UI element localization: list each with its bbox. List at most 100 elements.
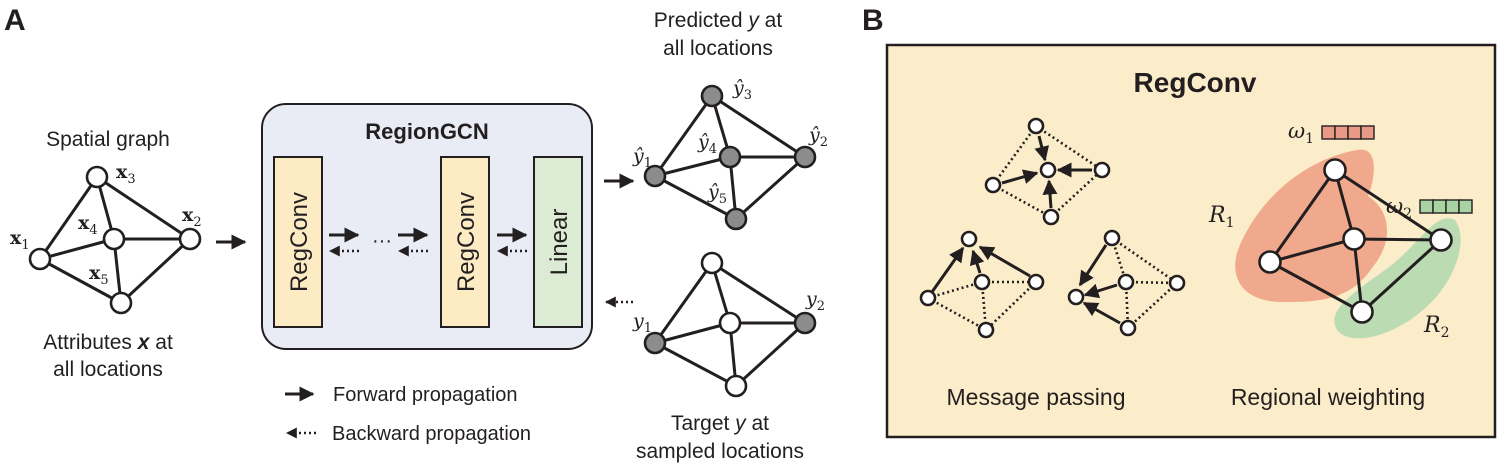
graph-node: [28, 247, 52, 271]
target-graph-caption-line1: Target y at: [671, 412, 769, 435]
graph-node: [1027, 273, 1045, 291]
graph-node-filled: [793, 311, 817, 335]
graph-node: [85, 165, 109, 189]
weight-cell: [1419, 199, 1434, 214]
legend-backward-label: Backward propagation: [332, 423, 531, 445]
node-label-yhat4: ŷ4: [697, 131, 717, 157]
message-arrow: [1083, 283, 1118, 299]
message-passing-example-2: [919, 230, 1045, 339]
graph-edge: [1352, 238, 1364, 313]
linear-layer-label: Linear: [546, 209, 573, 276]
graph-node: [700, 251, 724, 275]
node-label-yhat1: ŷ1: [632, 145, 652, 171]
regional-weighting: R1 R2 ω1 ω2: [1208, 119, 1473, 341]
graph-node: [109, 291, 133, 315]
graph-edge: [96, 175, 191, 241]
dotted-edge: [1111, 236, 1178, 285]
weight-w2-vector: [1419, 199, 1473, 214]
region-r1-label: R1: [1208, 203, 1235, 231]
input-graph-caption-line2: all locations: [53, 358, 163, 381]
panel-a-label: A: [4, 4, 26, 37]
graph-node-filled: [700, 84, 724, 108]
graph-node: [1067, 288, 1085, 306]
regiongcn-block: RegionGCN RegConv RegConv Linear ···: [261, 103, 593, 350]
graph-edge: [1268, 169, 1337, 263]
propagation-legend: Forward propagation Backward propagation: [285, 384, 531, 445]
linear-layer: [533, 156, 583, 328]
graph-node: [1350, 300, 1374, 324]
graph-node-filled: [793, 145, 817, 169]
node-label-yhat3: ŷ3: [732, 77, 752, 103]
graph-edge: [1334, 168, 1442, 242]
graph-node: [1103, 229, 1121, 247]
node-label-x2: x2: [182, 204, 202, 230]
message-arrow: [930, 246, 965, 293]
graph-edge: [1333, 169, 1356, 240]
graph-edge: [38, 176, 99, 260]
regconv-panel: [885, 43, 1497, 439]
dotted-edge: [985, 281, 1037, 331]
graph-edge: [653, 262, 714, 344]
node-label-x3: x3: [116, 161, 136, 187]
message-arrow: [1082, 301, 1121, 325]
graph-node-filled: [724, 207, 748, 231]
node-label-yhat5: ŷ5: [707, 181, 727, 207]
dotted-edge: [927, 296, 987, 332]
regconv-layer-1: [273, 156, 323, 328]
graph-node: [984, 176, 1002, 194]
node-label-x1: x1: [10, 227, 30, 253]
graph-edge: [734, 321, 807, 388]
message-arrow: [1078, 244, 1108, 287]
graph-edge: [39, 237, 115, 261]
input-graph-caption-line1: Attributes x at: [43, 331, 173, 354]
graph-node: [1168, 274, 1186, 292]
graph-node: [1342, 227, 1366, 251]
graph-node: [1117, 273, 1135, 291]
dotted-edge: [1125, 280, 1178, 285]
layer-ellipsis: ···: [372, 230, 392, 252]
graph-edge: [654, 155, 731, 178]
graph-edge: [1360, 238, 1443, 314]
weight-cell: [1347, 125, 1362, 140]
graph-edge: [119, 237, 192, 305]
input-spatial-graph: Spatial graph x1 x2 x3 x4 x5 Attributes …: [10, 128, 202, 381]
weight-cell: [1321, 125, 1336, 140]
graph-edge: [1269, 237, 1355, 264]
weight-cell: [1458, 199, 1473, 214]
dotted-edge: [1035, 124, 1103, 172]
graph-node: [102, 227, 126, 251]
message-passing-example-1: [984, 117, 1111, 226]
dotted-edge: [992, 183, 1052, 219]
graph-node-filled: [643, 331, 667, 355]
graph-node-filled: [643, 164, 667, 188]
node-label-x5: x5: [89, 262, 109, 288]
graph-edge: [711, 94, 806, 159]
input-graph-title: Spatial graph: [46, 128, 170, 151]
graph-edge: [653, 95, 714, 177]
weight-cell: [1432, 199, 1447, 214]
target-graph-caption-line2: sampled locations: [636, 440, 804, 463]
predicted-graph: Predicted y at all locations ŷ1 ŷ2 ŷ3 ŷ4…: [632, 9, 828, 231]
legend-forward-label: Forward propagation: [333, 384, 518, 406]
message-arrow: [1001, 169, 1039, 185]
weight-w1-vector: [1321, 125, 1375, 140]
region-r2-label: R2: [1423, 313, 1450, 341]
graph-node-filled: [718, 145, 742, 169]
message-arrow: [1034, 135, 1050, 162]
message-arrow: [978, 245, 1031, 278]
predicted-graph-title-line2: all locations: [663, 37, 773, 60]
graph-node: [977, 321, 995, 339]
weight-cell: [1445, 199, 1460, 214]
graph-edge: [734, 155, 807, 221]
graph-edge: [1269, 260, 1363, 314]
weight-cell: [1334, 125, 1349, 140]
target-graph: y1 y2 Target y at sampled locations: [632, 251, 825, 463]
graph-edge: [654, 174, 737, 221]
regconv-layer-2: [440, 156, 490, 328]
node-label-x4: x4: [78, 212, 98, 238]
message-arrow: [1042, 179, 1058, 209]
predicted-graph-title-line1: Predicted y at: [654, 9, 783, 32]
graph-edge: [654, 341, 737, 388]
regiongcn-box: [261, 103, 593, 350]
